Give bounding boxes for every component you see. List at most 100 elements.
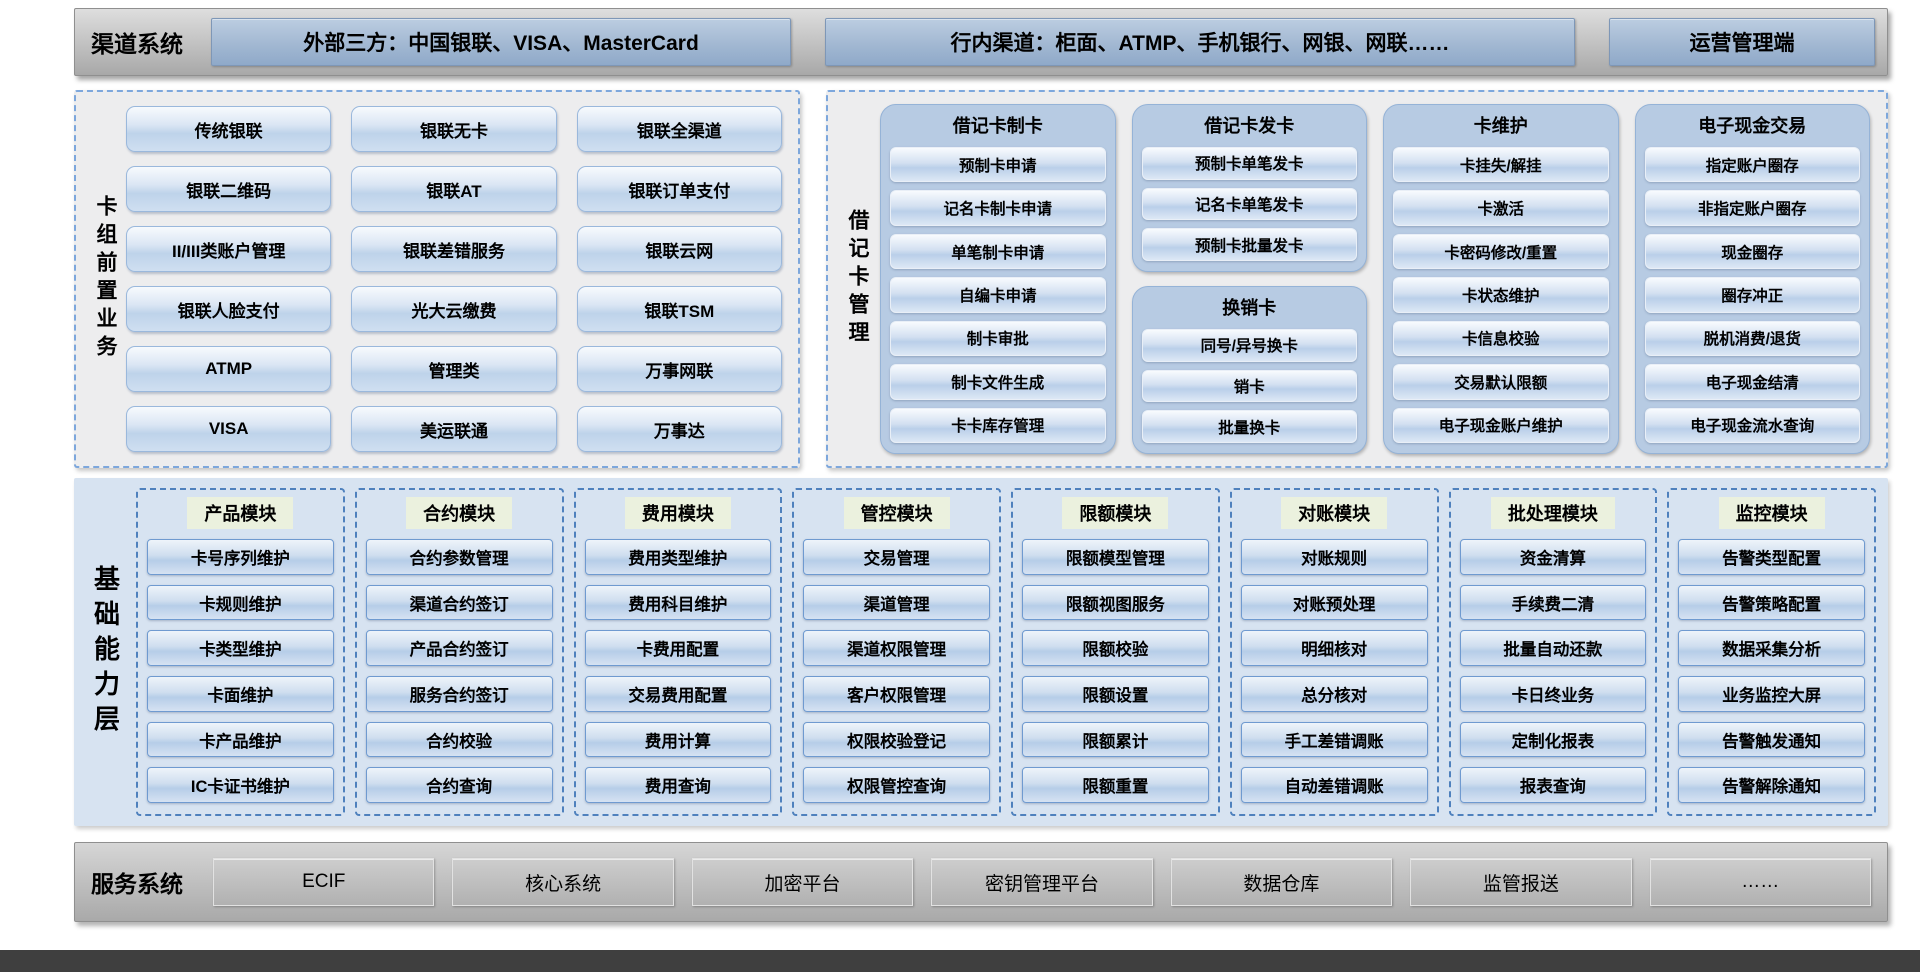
debit-item[interactable]: 记名卡单笔发卡: [1141, 187, 1357, 221]
module-item[interactable]: 明细核对: [1240, 630, 1428, 667]
card-front-item[interactable]: 银联无卡: [351, 106, 557, 152]
service-item-2[interactable]: 加密平台: [691, 858, 914, 906]
card-front-item[interactable]: II/III类账户管理: [126, 226, 332, 272]
card-front-item[interactable]: 万事网联: [576, 346, 782, 392]
debit-item[interactable]: 电子现金账户维护: [1393, 407, 1609, 443]
card-front-item[interactable]: 银联人脸支付: [126, 286, 332, 332]
module-item[interactable]: 卡号序列维护: [147, 539, 334, 575]
debit-item[interactable]: 预制卡申请: [890, 147, 1106, 183]
module-item[interactable]: 限额重置: [1022, 767, 1209, 804]
module-item[interactable]: 卡面维护: [147, 676, 334, 712]
debit-item[interactable]: 指定账户圈存: [1644, 147, 1860, 183]
debit-item[interactable]: 非指定账户圈存: [1644, 190, 1860, 226]
service-item-1[interactable]: 核心系统: [452, 858, 674, 906]
module-item[interactable]: 渠道管理: [803, 584, 990, 621]
service-item-3[interactable]: 密钥管理平台: [931, 858, 1153, 906]
module-item[interactable]: 总分核对: [1240, 676, 1428, 712]
module-item[interactable]: 批量自动还款: [1459, 630, 1647, 667]
debit-item[interactable]: 电子现金流水查询: [1644, 407, 1860, 443]
debit-item[interactable]: 卡状态维护: [1393, 277, 1609, 313]
module-item[interactable]: 费用计算: [584, 721, 772, 758]
debit-item[interactable]: 卡卡库存管理: [890, 407, 1106, 443]
debit-item[interactable]: 预制卡单笔发卡: [1141, 147, 1357, 180]
module-item[interactable]: 交易管理: [803, 539, 990, 575]
debit-item[interactable]: 脱机消费/退货: [1644, 320, 1860, 357]
module-item[interactable]: 合约校验: [365, 721, 553, 758]
debit-item[interactable]: 同号/异号换卡: [1141, 329, 1357, 362]
channel-item-1[interactable]: 行内渠道：柜面、ATMP、手机银行、网银、网联……: [825, 18, 1575, 66]
debit-item[interactable]: 交易默认限额: [1393, 364, 1609, 400]
debit-item[interactable]: 批量换卡: [1141, 410, 1357, 444]
module-item[interactable]: 费用查询: [584, 767, 772, 804]
debit-item[interactable]: 卡信息校验: [1393, 320, 1609, 357]
card-front-item[interactable]: 传统银联: [126, 106, 332, 152]
module-item[interactable]: 限额视图服务: [1022, 584, 1209, 621]
module-item[interactable]: 定制化报表: [1459, 721, 1647, 758]
debit-item[interactable]: 销卡: [1141, 369, 1357, 403]
module-item[interactable]: 渠道合约签订: [365, 584, 553, 621]
module-item[interactable]: 费用科目维护: [584, 584, 772, 621]
card-front-item[interactable]: 万事达: [576, 406, 782, 452]
debit-item[interactable]: 制卡审批: [890, 320, 1106, 357]
module-item[interactable]: 合约参数管理: [365, 539, 553, 575]
debit-item[interactable]: 记名卡制卡申请: [890, 190, 1106, 226]
module-item[interactable]: 告警类型配置: [1678, 539, 1865, 575]
module-item[interactable]: 卡产品维护: [147, 721, 334, 758]
debit-item[interactable]: 卡密码修改/重置: [1393, 233, 1609, 270]
debit-item[interactable]: 卡激活: [1393, 190, 1609, 226]
service-item-6[interactable]: ……: [1649, 858, 1871, 906]
debit-item[interactable]: 单笔制卡申请: [890, 233, 1106, 270]
module-item[interactable]: 对账预处理: [1240, 584, 1428, 621]
service-item-4[interactable]: 数据仓库: [1170, 858, 1393, 906]
card-front-item[interactable]: 银联云网: [576, 226, 782, 272]
module-item[interactable]: 手续费二清: [1459, 584, 1647, 621]
module-item[interactable]: 手工差错调账: [1240, 721, 1428, 758]
card-front-item[interactable]: 光大云缴费: [351, 286, 557, 332]
card-front-item[interactable]: 银联TSM: [576, 286, 782, 332]
module-item[interactable]: 渠道权限管理: [803, 630, 990, 667]
module-item[interactable]: 卡费用配置: [584, 630, 772, 667]
module-item[interactable]: 限额校验: [1022, 630, 1209, 667]
debit-item[interactable]: 电子现金结清: [1644, 364, 1860, 400]
card-front-item[interactable]: VISA: [126, 406, 332, 452]
service-item-0[interactable]: ECIF: [213, 858, 435, 906]
card-front-item[interactable]: 银联AT: [351, 166, 557, 212]
module-item[interactable]: 限额设置: [1022, 676, 1209, 712]
card-front-item[interactable]: 管理类: [351, 346, 557, 392]
module-item[interactable]: 告警触发通知: [1678, 721, 1865, 758]
module-item[interactable]: 自动差错调账: [1240, 767, 1428, 804]
module-item[interactable]: 卡类型维护: [147, 630, 334, 667]
module-item[interactable]: 合约查询: [365, 767, 553, 804]
module-item[interactable]: 限额模型管理: [1022, 539, 1209, 575]
module-item[interactable]: 费用类型维护: [584, 539, 772, 575]
module-item[interactable]: 卡规则维护: [147, 584, 334, 621]
module-item[interactable]: 交易费用配置: [584, 676, 772, 712]
debit-item[interactable]: 卡挂失/解挂: [1393, 147, 1609, 183]
channel-item-0[interactable]: 外部三方：中国银联、VISA、MasterCard: [211, 18, 791, 66]
card-front-item[interactable]: 银联二维码: [126, 166, 332, 212]
debit-item[interactable]: 预制卡批量发卡: [1141, 228, 1357, 262]
module-item[interactable]: 限额累计: [1022, 721, 1209, 758]
module-item[interactable]: 权限管控查询: [803, 767, 990, 804]
module-item[interactable]: 对账规则: [1240, 539, 1428, 575]
module-item[interactable]: 权限校验登记: [803, 721, 990, 758]
service-item-5[interactable]: 监管报送: [1410, 858, 1632, 906]
module-item[interactable]: 客户权限管理: [803, 676, 990, 712]
module-item[interactable]: 数据采集分析: [1678, 630, 1865, 667]
module-item[interactable]: 产品合约签订: [365, 630, 553, 667]
module-item[interactable]: 卡日终业务: [1459, 676, 1647, 712]
channel-item-2[interactable]: 运营管理端: [1609, 18, 1875, 66]
module-item[interactable]: 服务合约签订: [365, 676, 553, 712]
module-item[interactable]: 报表查询: [1459, 767, 1647, 804]
card-front-item[interactable]: 银联差错服务: [351, 226, 557, 272]
module-item[interactable]: 业务监控大屏: [1678, 676, 1865, 712]
card-front-item[interactable]: 银联订单支付: [576, 166, 782, 212]
module-item[interactable]: 资金清算: [1459, 539, 1647, 575]
debit-item[interactable]: 圈存冲正: [1644, 277, 1860, 313]
module-item[interactable]: IC卡证书维护: [147, 767, 334, 804]
debit-item[interactable]: 制卡文件生成: [890, 364, 1106, 400]
module-item[interactable]: 告警解除通知: [1678, 767, 1865, 804]
debit-item[interactable]: 自编卡申请: [890, 277, 1106, 313]
card-front-item[interactable]: ATMP: [126, 346, 332, 392]
debit-item[interactable]: 现金圈存: [1644, 233, 1860, 270]
